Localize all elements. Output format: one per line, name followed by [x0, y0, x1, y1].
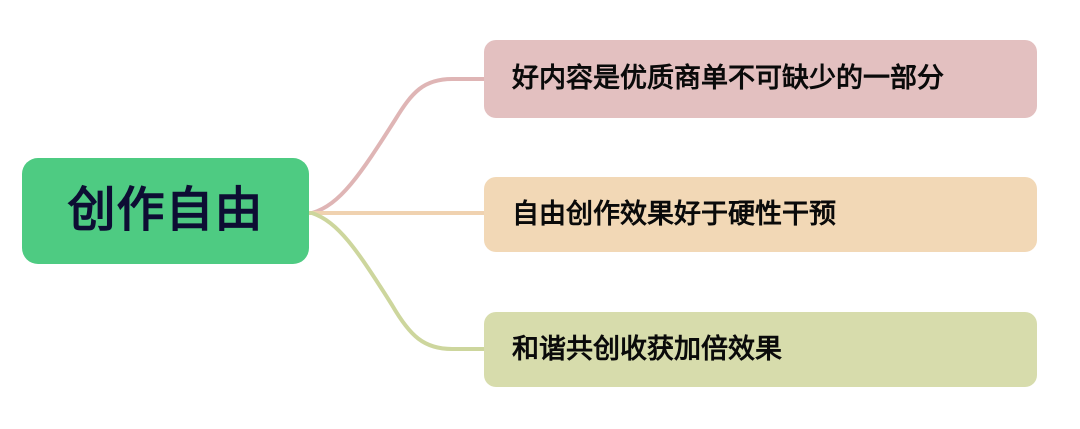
branch-node-harmonious-cocreation[interactable]: 和谐共创收获加倍效果: [484, 312, 1037, 387]
root-node[interactable]: 创作自由: [22, 158, 309, 264]
branch-node-label: 和谐共创收获加倍效果: [512, 333, 782, 364]
connector-branch-0: [310, 77, 488, 215]
branch-node-content-quality[interactable]: 好内容是优质商单不可缺少的一部分: [484, 40, 1037, 118]
root-node-label: 创作自由: [67, 184, 264, 237]
branch-node-label: 好内容是优质商单不可缺少的一部分: [512, 63, 944, 94]
connector-branch-2: [310, 211, 488, 351]
branch-node-label: 自由创作效果好于硬性干预: [512, 198, 836, 229]
branch-node-free-creation[interactable]: 自由创作效果好于硬性干预: [484, 177, 1037, 252]
